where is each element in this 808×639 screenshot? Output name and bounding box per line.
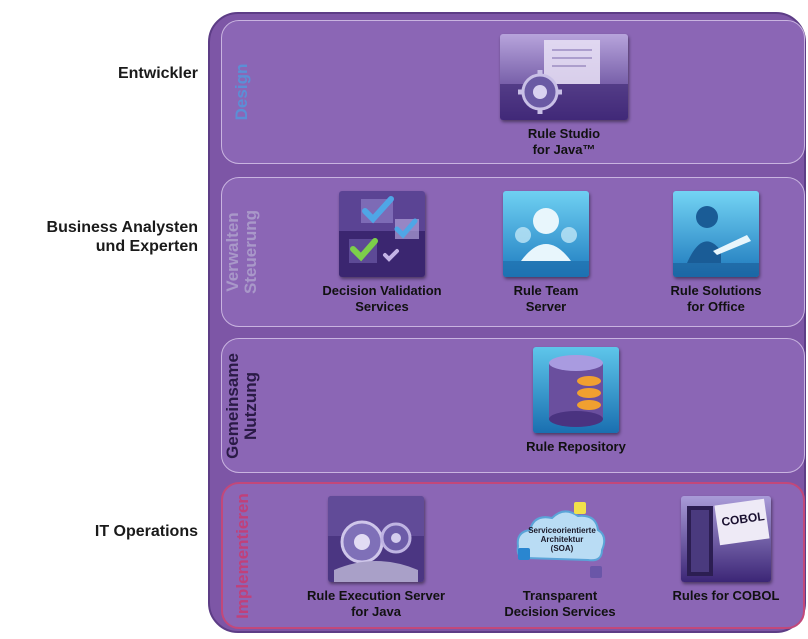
soa-cloud-text: Serviceorientierte Architektur (SOA) — [522, 526, 602, 553]
layer-implement: Implementieren Rule Execution Server for… — [221, 482, 805, 629]
layer-design-text: Design — [232, 63, 251, 121]
role-developer: Entwickler — [20, 64, 198, 83]
cobol-server-icon: COBOL — [681, 496, 771, 582]
tool-rule-team-server-label: Rule Team Server — [514, 283, 579, 315]
tool-decision-validation[interactable]: Decision Validation Services — [292, 191, 472, 315]
tool-dvs-line-1: Decision Validation — [322, 283, 442, 298]
layer-implement-label: Implementieren — [223, 484, 263, 627]
tool-res-line-1: Rule Execution Server — [307, 588, 445, 603]
tool-tds-line-1: Transparent — [522, 588, 598, 603]
layer-shared-line-2: Nutzung — [241, 371, 260, 440]
tool-rso-line-2: for Office — [687, 299, 745, 314]
layer-manage: Verwalten Steuerung Decision Validation … — [221, 177, 805, 327]
person-laptop-icon — [673, 191, 759, 277]
role-business-analysts: Business Analysten und Experten — [0, 218, 198, 256]
tool-rule-repository[interactable]: Rule Repository — [486, 347, 666, 455]
tool-rule-team-server[interactable]: Rule Team Server — [456, 191, 636, 315]
gear-document-icon — [500, 34, 628, 120]
tool-rule-studio-label: Rule Studio for Java™ — [528, 126, 600, 158]
tool-rules-for-cobol-label: Rules for COBOL — [673, 588, 780, 604]
layer-implement-text: Implementieren — [233, 492, 252, 619]
tool-transparent-decision-label: Transparent Decision Services — [504, 588, 615, 620]
tool-rule-studio-line-2: for Java™ — [532, 142, 596, 157]
soa-line-1: Serviceorientierte — [528, 526, 596, 535]
tool-res-line-2: for Java — [351, 604, 401, 619]
role-it-operations: IT Operations — [20, 522, 198, 541]
tool-rts-line-2: Server — [525, 299, 567, 314]
tool-repository-line: Rule Repository — [526, 439, 626, 454]
layer-design: Design — [221, 20, 805, 164]
tool-rule-studio[interactable]: Rule Studio for Java™ — [474, 34, 654, 158]
gears-icon — [328, 496, 424, 582]
layer-shared: Gemeinsame Nutzung Rule Reposito — [221, 338, 805, 473]
role-business-line-1: Business Analysten — [46, 219, 198, 236]
tool-rules-for-cobol[interactable]: COBOL Rules for COBOL — [636, 496, 808, 604]
tool-dvs-line-2: Services — [355, 299, 409, 314]
role-developer-line: Entwickler — [117, 65, 198, 82]
layer-manage-line-1: Verwalten — [223, 212, 242, 292]
tool-rts-line-1: Rule Team — [513, 283, 579, 298]
tool-rule-repository-label: Rule Repository — [526, 439, 626, 455]
tool-rule-studio-line-1: Rule Studio — [527, 126, 601, 141]
role-it-line: IT Operations — [94, 523, 198, 540]
layer-design-label: Design — [222, 21, 262, 163]
layer-shared-line-1: Gemeinsame — [223, 352, 242, 459]
layer-manage-line-2: Steuerung — [241, 209, 260, 295]
soa-cloud-icon: Serviceorientierte Architektur (SOA) — [512, 496, 608, 582]
tool-rule-solutions-label: Rule Solutions for Office — [671, 283, 762, 315]
team-icon — [503, 191, 589, 277]
tool-rule-execution-server[interactable]: Rule Execution Server for Java — [286, 496, 466, 620]
tool-rso-line-1: Rule Solutions — [670, 283, 762, 298]
layer-manage-label: Verwalten Steuerung — [222, 178, 262, 326]
tool-cobol-line: Rules for COBOL — [672, 588, 780, 603]
tool-decision-validation-label: Decision Validation Services — [322, 283, 441, 315]
tool-transparent-decision-services[interactable]: Serviceorientierte Architektur (SOA) Tra… — [470, 496, 650, 620]
tool-tds-line-2: Decision Services — [504, 604, 616, 619]
soa-line-3: (SOA) — [550, 544, 574, 553]
role-business-line-2: und Experten — [95, 238, 198, 255]
tool-rule-solutions-office[interactable]: Rule Solutions for Office — [626, 191, 806, 315]
layer-shared-label: Gemeinsame Nutzung — [222, 339, 262, 472]
checkmarks-icon — [339, 191, 425, 277]
tool-rule-execution-label: Rule Execution Server for Java — [307, 588, 445, 620]
database-icon — [533, 347, 619, 433]
soa-line-2: Architektur — [540, 535, 584, 544]
